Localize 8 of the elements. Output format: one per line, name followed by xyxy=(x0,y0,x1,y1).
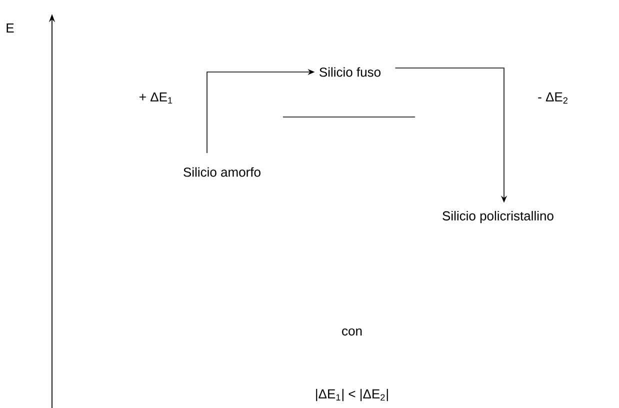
state-label: Silicio amorfo xyxy=(184,167,260,177)
state-label: Silicio policristallino xyxy=(442,210,554,224)
edge-label: + ΔE$_{1}$ xyxy=(138,91,174,105)
note-text: |ΔE$_{1}$| < |ΔE$_{2}$| xyxy=(316,388,388,402)
note-text: con xyxy=(342,328,362,336)
state-label: Silicio fuso xyxy=(320,67,380,77)
axis-label: E xyxy=(6,24,14,32)
edge-label: - ΔE$_{2}$ xyxy=(536,91,570,105)
